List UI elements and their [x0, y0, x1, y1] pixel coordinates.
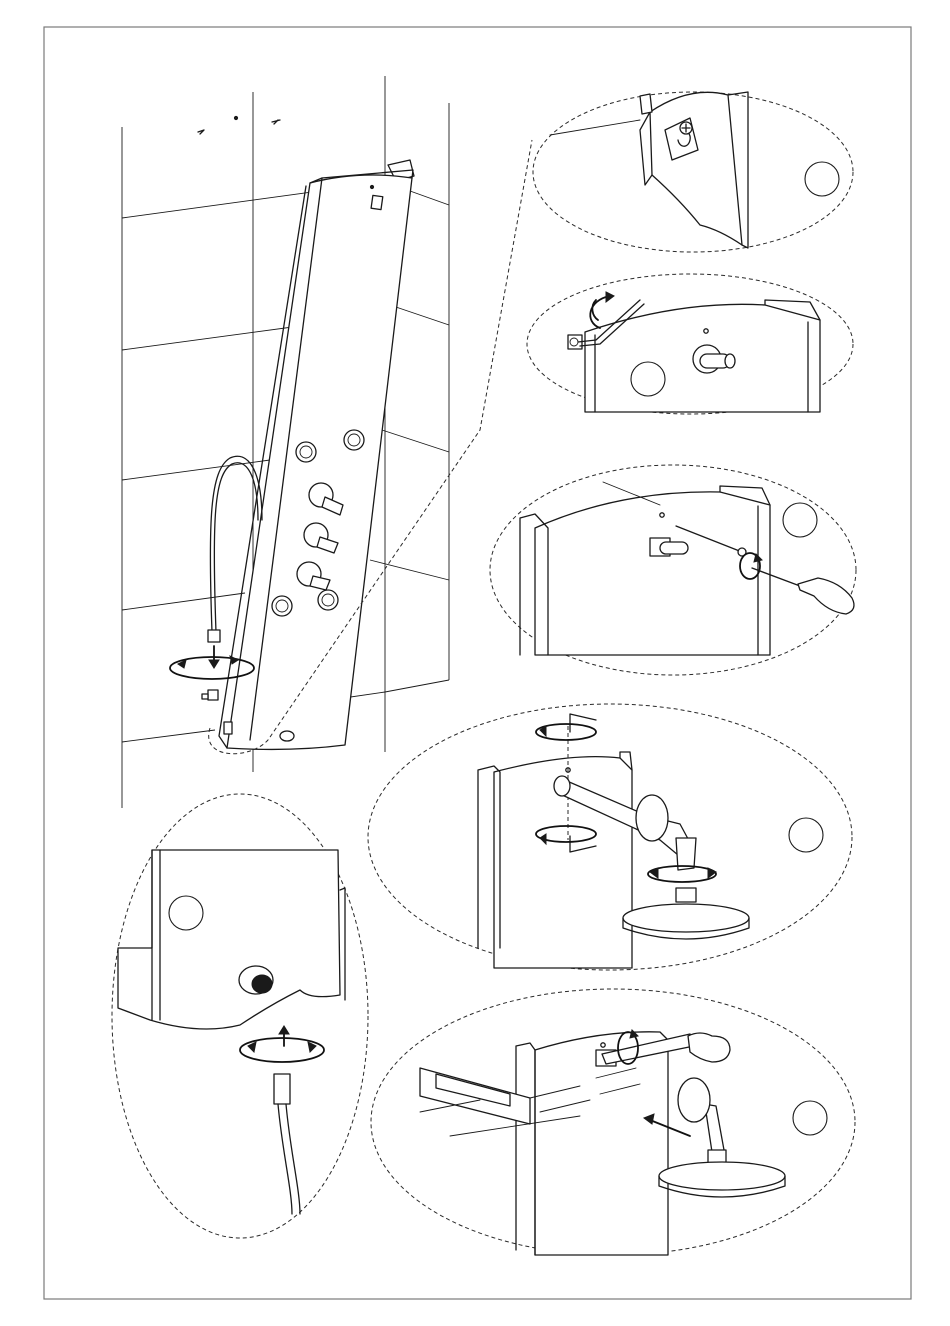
wall-elbow — [208, 690, 218, 700]
detail-handle-shelf — [371, 989, 855, 1255]
jet-upper-right — [344, 430, 364, 450]
detail-anchor — [533, 92, 853, 252]
detail-shower-head — [368, 704, 852, 970]
detail-allen-key — [527, 274, 853, 414]
rain-shower-head — [623, 904, 749, 932]
step-bubble-4 — [789, 818, 823, 852]
arm-flange — [636, 795, 668, 841]
step-bubble-3 — [783, 503, 817, 537]
step-bubble-2 — [631, 362, 665, 396]
jet-upper-left — [296, 442, 316, 462]
jet-lower-right — [318, 590, 338, 610]
detail-hose — [112, 794, 368, 1238]
shower-hose — [278, 1104, 292, 1214]
allen-key-top — [570, 714, 596, 732]
screwdriver-handle — [798, 578, 854, 614]
detail-screwdriver — [490, 465, 856, 675]
step-bubble-1 — [805, 162, 839, 196]
step-bubble-5 — [169, 896, 203, 930]
step-bubble-6 — [793, 1101, 827, 1135]
hose-connector — [274, 1074, 290, 1104]
hose-nut — [208, 630, 220, 642]
rain-shower-head-2 — [659, 1162, 785, 1190]
handle-knob — [688, 1033, 730, 1062]
main-view — [122, 76, 640, 808]
jet-lower-left — [272, 596, 292, 616]
